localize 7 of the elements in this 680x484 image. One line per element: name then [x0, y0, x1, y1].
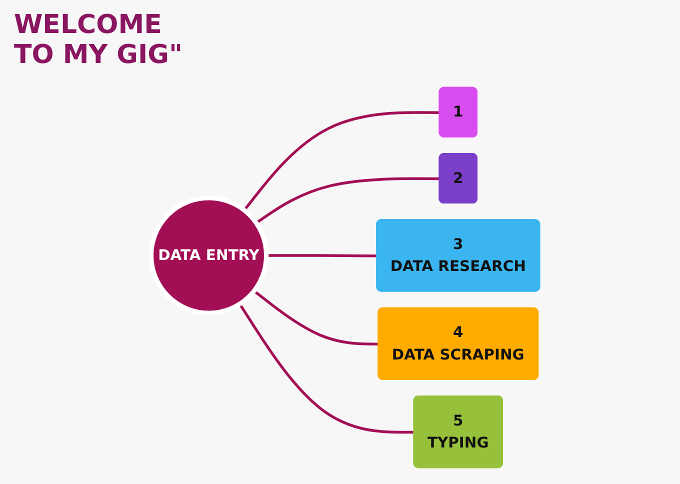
node-circle: DATA ENTRY	[148, 196, 268, 316]
connector	[242, 111, 440, 212]
connector	[255, 177, 440, 224]
connector	[238, 303, 414, 434]
connector	[252, 290, 378, 346]
connector	[266, 254, 377, 258]
title: WELCOME TO MY GIG"	[14, 10, 184, 70]
